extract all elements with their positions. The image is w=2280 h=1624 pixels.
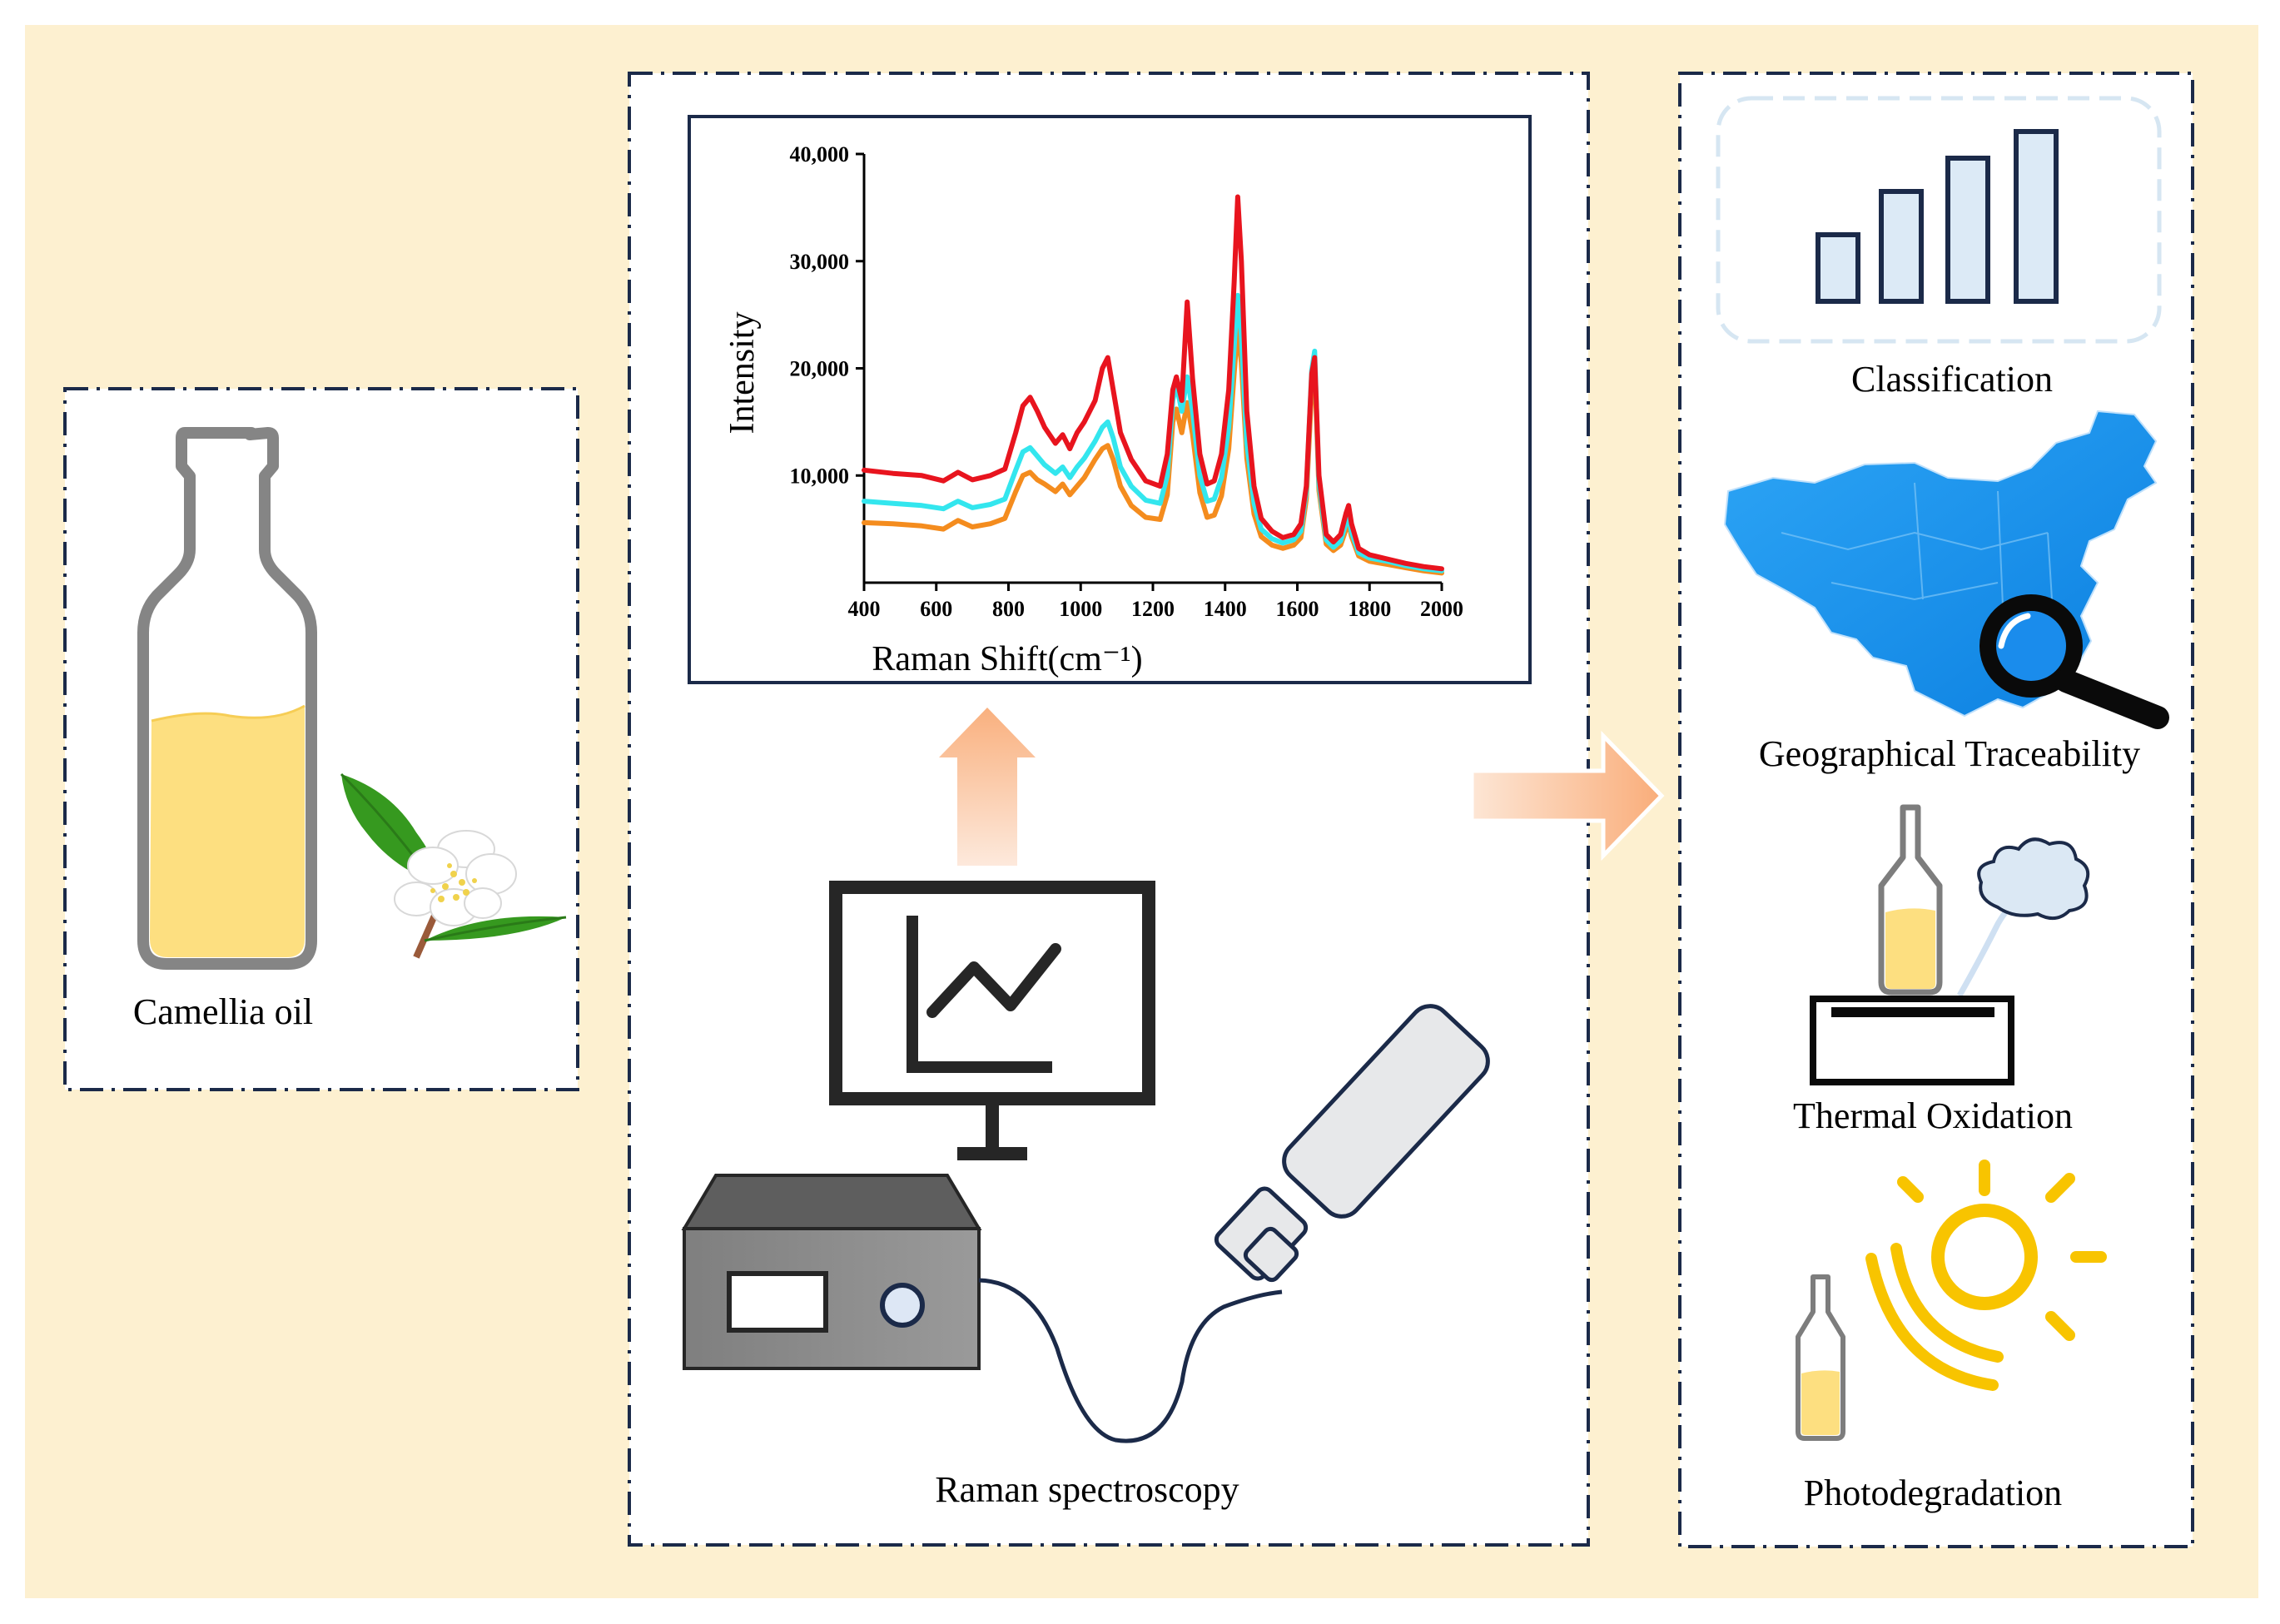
spectrometer-icon (681, 1174, 982, 1370)
raman-probe-icon (1214, 1004, 1490, 1283)
middle-panel: 400 600 800 1000 1200 1400 1600 1800 2000 10,000 2… (628, 72, 1590, 1547)
y-tick-label: 10,000 (790, 464, 850, 488)
thermal-oxidation-label: Thermal Oxidation (1793, 1095, 2073, 1136)
monitor-icon (829, 881, 1155, 1160)
x-tick-label: 1200 (1131, 597, 1175, 621)
china-map-magnifier-icon (1723, 410, 2169, 729)
camellia-oil-bottle-icon (137, 427, 317, 970)
x-tick-label: 1800 (1348, 597, 1391, 621)
x-axis-label: Raman Shift(cm⁻¹) (872, 640, 1142, 678)
x-tick-label: 1400 (1204, 597, 1247, 621)
right-arrow (1469, 730, 1665, 862)
y-tick-label: 30,000 (790, 250, 850, 274)
up-arrow (939, 708, 1036, 866)
x-tick-label: 1600 (1276, 597, 1319, 621)
probe-cable (978, 1278, 1283, 1443)
right-panel: Classification Geographical Traceability… (1678, 72, 2194, 1548)
x-tick-label: 1000 (1059, 597, 1102, 621)
raman-chart-frame (688, 115, 1532, 684)
raman-spectrum-chart: 400 600 800 1000 1200 1400 1600 1800 2000 10,000 2… (723, 142, 1463, 678)
left-panel: Camellia oil (63, 387, 579, 1091)
x-tick-label: 800 (992, 597, 1025, 621)
bottle-sun-icon (1796, 1160, 2107, 1441)
camellia-flower-icon (340, 772, 567, 959)
y-axis-label: Intensity (723, 312, 762, 435)
y-tick-label: 40,000 (790, 142, 850, 166)
spectrum-series-line (862, 194, 1444, 572)
x-tick-label: 2000 (1420, 597, 1463, 621)
raman-spectroscopy-label: Raman spectroscopy (935, 1469, 1239, 1510)
photodegradation-label: Photodegradation (1804, 1473, 2062, 1513)
x-tick-label: 400 (848, 597, 881, 621)
classification-frame (1716, 96, 2162, 344)
camellia-oil-label: Camellia oil (133, 991, 313, 1032)
classification-label: Classification (1851, 359, 2053, 400)
spectrum-series-line (862, 292, 1444, 574)
bottle-on-heater-icon (1810, 804, 2090, 1085)
bar-chart-icon (1816, 129, 2059, 304)
geographical-traceability-label: Geographical Traceability (1759, 733, 2140, 774)
y-tick-label: 20,000 (790, 357, 850, 381)
x-tick-label: 600 (920, 597, 952, 621)
